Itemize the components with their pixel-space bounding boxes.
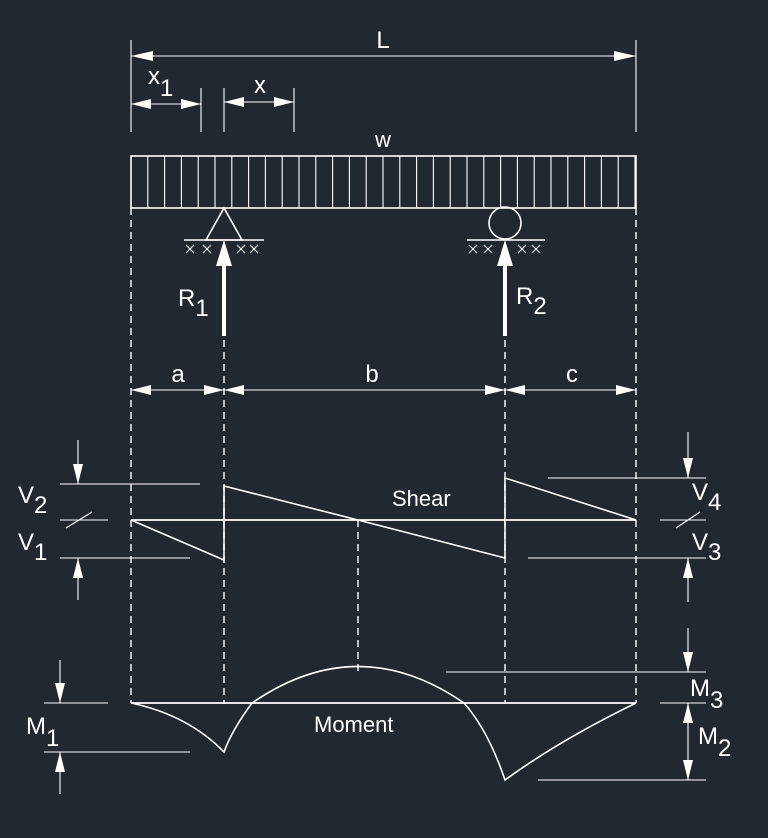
- distributed-load: w: [130, 127, 637, 209]
- label-V3: V3: [692, 529, 721, 566]
- dimension-M1: M1: [26, 660, 190, 794]
- label-c: c: [566, 361, 578, 388]
- label-L: L: [376, 27, 389, 54]
- reaction-R1: R1: [178, 240, 232, 336]
- dimension-V1-V2: V2 V1: [18, 440, 200, 600]
- moment-diagram: Moment: [130, 665, 637, 782]
- dimension-abc: a b c: [131, 361, 636, 395]
- guide-lines: [130, 208, 637, 703]
- load-ticks: [147, 156, 636, 208]
- dimension-x: x: [223, 72, 295, 132]
- label-V4: V4: [692, 479, 721, 516]
- shear-diagram: Shear: [130, 476, 637, 562]
- support-roller: [467, 206, 545, 254]
- label-M1: M1: [26, 713, 59, 752]
- label-a: a: [171, 361, 185, 388]
- dimension-M2-M3: M3 M2: [446, 628, 731, 781]
- label-b: b: [365, 361, 378, 388]
- label-x1: x1: [148, 63, 173, 102]
- label-V2: V2: [18, 482, 47, 519]
- label-shear: Shear: [392, 486, 451, 511]
- label-w: w: [374, 127, 391, 152]
- label-M2: M2: [698, 723, 731, 762]
- label-R1: R1: [178, 285, 209, 322]
- label-M3: M3: [690, 675, 723, 714]
- reaction-R2: R2: [497, 240, 547, 336]
- dimension-L: L: [130, 27, 637, 132]
- dimension-x1: x1: [131, 63, 202, 132]
- label-x: x: [254, 72, 266, 99]
- label-R2: R2: [516, 283, 547, 320]
- dimension-V3-V4: V4 V3: [528, 432, 721, 602]
- label-V1: V1: [18, 529, 47, 566]
- label-moment: Moment: [314, 712, 393, 737]
